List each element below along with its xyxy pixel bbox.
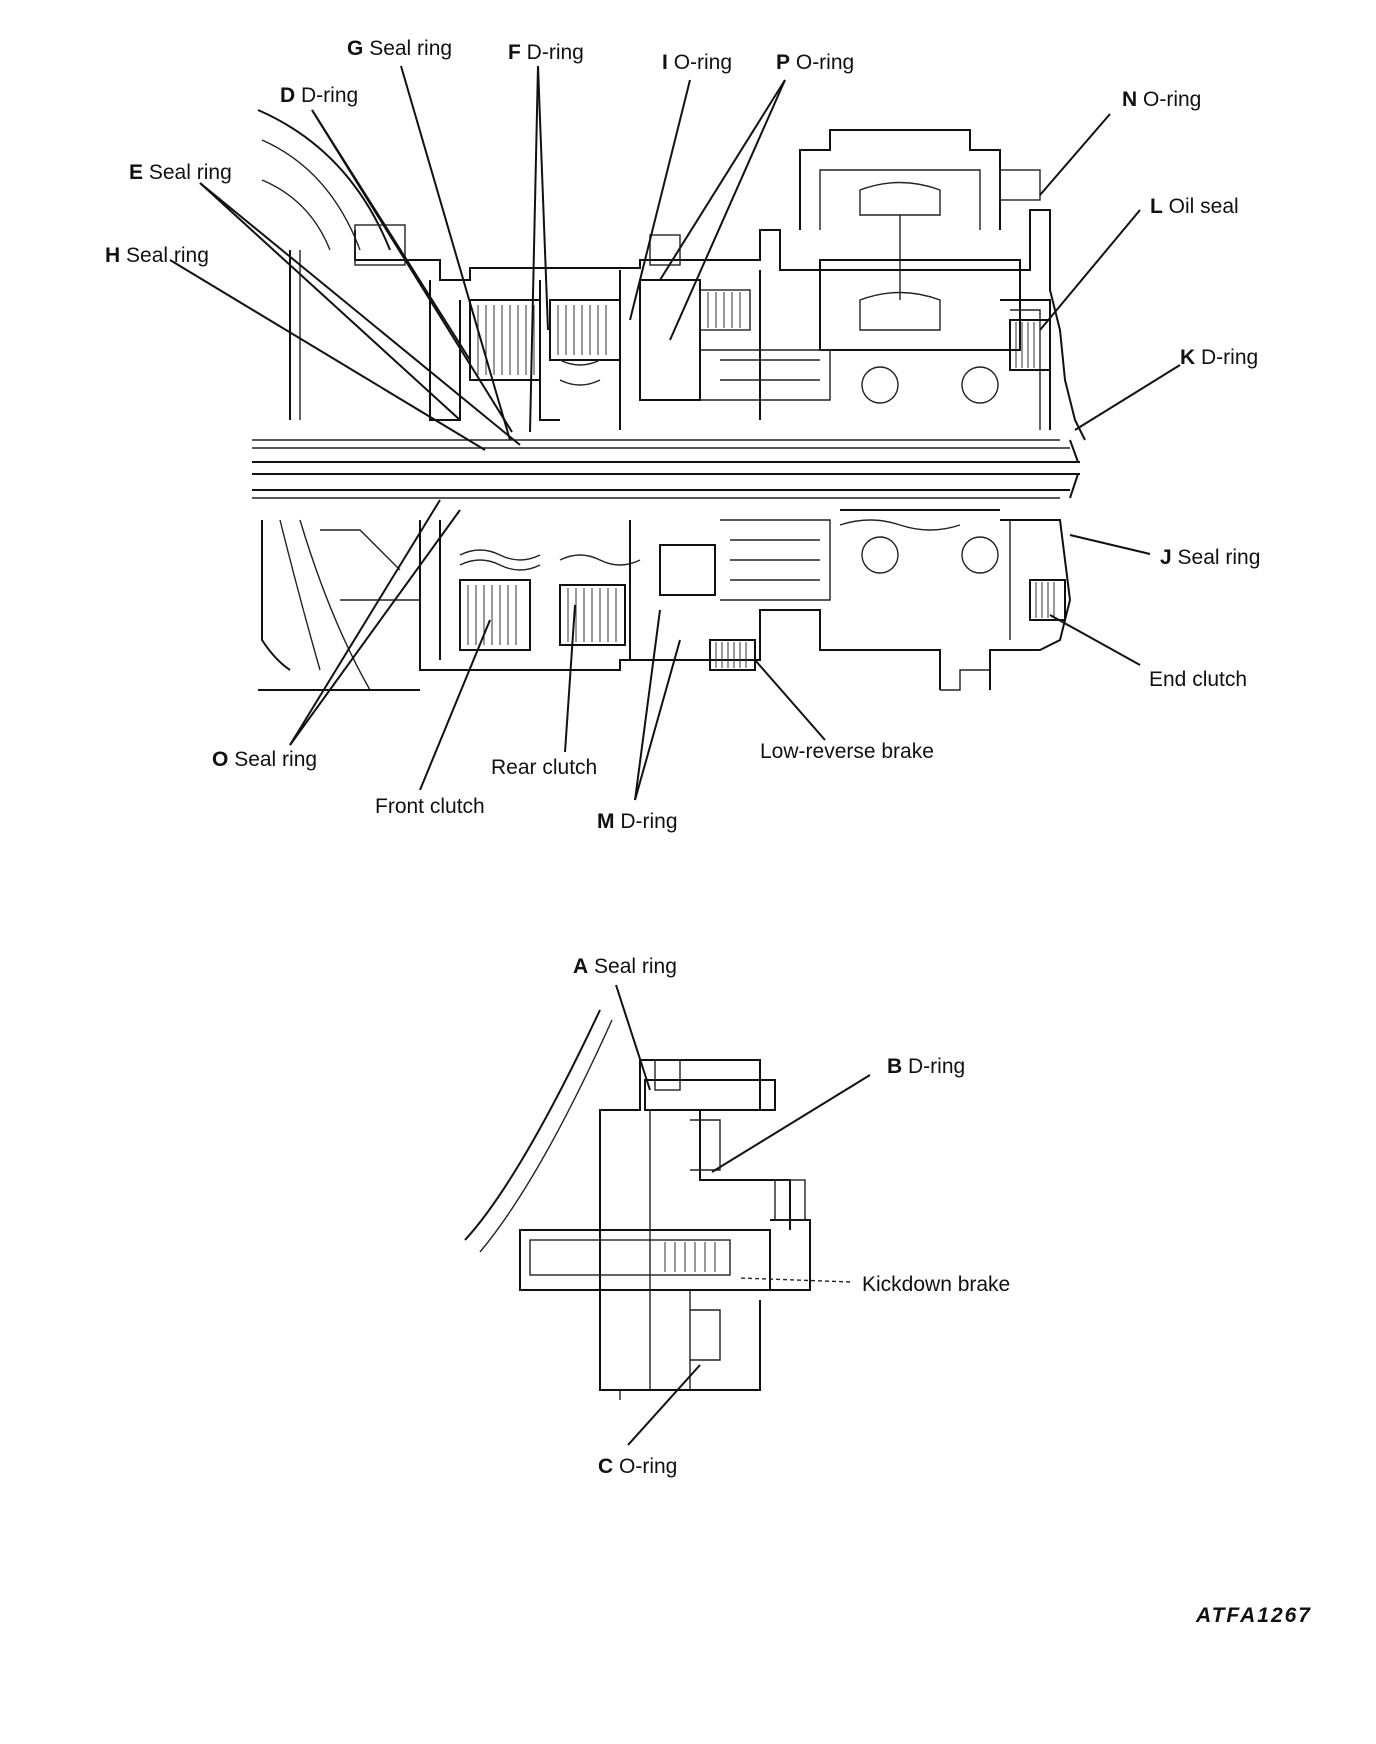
label-text: Seal ring: [369, 37, 453, 60]
label-text: Kickdown brake: [862, 1273, 1011, 1296]
label-text: D-ring: [908, 1055, 966, 1078]
clutch-packs-upper: [354, 169, 1051, 430]
label-letter: D: [280, 84, 296, 107]
label-c-o-ring: C O-ring: [598, 1455, 677, 1479]
label-low-reverse-brake: Low-reverse brake: [760, 740, 934, 764]
upper-cross-section: [252, 109, 1086, 691]
label-end-clutch: End clutch: [1149, 668, 1247, 692]
label-text: D-ring: [620, 810, 678, 833]
label-text: D-ring: [526, 41, 584, 64]
label-n-o-ring: N O-ring: [1122, 88, 1201, 112]
label-m-d-ring: M D-ring: [597, 810, 678, 834]
label-letter: P: [776, 51, 791, 74]
label-letter: G: [347, 37, 364, 60]
label-k-d-ring: K D-ring: [1180, 346, 1258, 370]
label-text: O-ring: [795, 51, 855, 74]
label-letter: F: [508, 41, 521, 64]
label-text: Seal ring: [234, 748, 318, 771]
leader-lines-upper: [169, 65, 1181, 801]
label-letter: K: [1180, 346, 1196, 369]
label-text: Low-reverse brake: [760, 740, 934, 763]
label-letter: N: [1122, 88, 1138, 111]
label-h-seal-ring: H Seal ring: [105, 244, 209, 268]
label-d-d-ring: D D-ring: [280, 84, 358, 108]
label-letter: M: [597, 810, 615, 833]
label-front-clutch: Front clutch: [375, 795, 485, 819]
label-text: D-ring: [301, 84, 359, 107]
label-letter: O: [212, 748, 229, 771]
label-b-d-ring: B D-ring: [887, 1055, 965, 1079]
label-kickdown-brake: Kickdown brake: [862, 1273, 1010, 1297]
label-letter: L: [1150, 195, 1163, 218]
label-text: D-ring: [1201, 346, 1259, 369]
label-text: Seal ring: [1177, 546, 1261, 569]
lower-cross-section: [464, 1009, 811, 1400]
figure-id: ATFA1267: [1196, 1604, 1312, 1627]
label-j-seal-ring: J Seal ring: [1160, 546, 1260, 570]
label-letter: J: [1160, 546, 1172, 569]
label-a-seal-ring: A Seal ring: [573, 955, 677, 979]
label-rear-clutch: Rear clutch: [491, 756, 597, 780]
label-text: Seal ring: [594, 955, 677, 978]
leader-lines-lower: [615, 984, 871, 1446]
label-text: Front clutch: [375, 795, 485, 818]
label-text: O-ring: [619, 1455, 678, 1478]
label-letter: B: [887, 1055, 903, 1078]
transmission-case: [354, 129, 1086, 691]
label-text: Oil seal: [1168, 195, 1239, 218]
label-g-seal-ring: G Seal ring: [347, 37, 452, 61]
label-p-o-ring: P O-ring: [776, 51, 854, 75]
label-letter: H: [105, 244, 121, 267]
clutch-packs-lower: [320, 519, 1066, 671]
label-letter: C: [598, 1455, 614, 1478]
label-text: Seal ring: [126, 244, 209, 267]
label-letter: E: [129, 161, 144, 184]
label-letter: A: [573, 955, 589, 978]
label-e-seal-ring: E Seal ring: [129, 161, 232, 185]
label-text: O-ring: [1143, 88, 1202, 111]
label-l-oil-seal: L Oil seal: [1150, 195, 1239, 219]
label-o-seal-ring: O Seal ring: [212, 748, 317, 772]
label-i-o-ring: I O-ring: [662, 51, 732, 75]
label-letter: I: [662, 51, 668, 74]
label-f-d-ring: F D-ring: [508, 41, 584, 65]
label-text: End clutch: [1149, 668, 1248, 691]
label-text: Rear clutch: [491, 756, 598, 779]
converter-housing: [257, 109, 420, 691]
label-text: O-ring: [673, 51, 733, 74]
label-text: Seal ring: [148, 161, 232, 184]
main-shaft: [252, 439, 1080, 499]
